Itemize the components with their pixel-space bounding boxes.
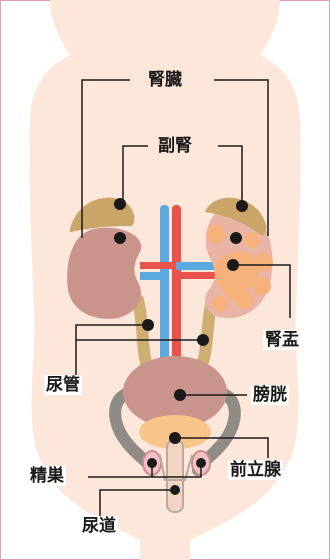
renal-vessel-right [176, 262, 215, 270]
seminal-duct [159, 454, 193, 481]
calyx [244, 232, 260, 248]
calyx [212, 296, 228, 312]
calyx [253, 277, 271, 295]
vein [160, 205, 169, 365]
label-testis: 精巣 [28, 466, 66, 486]
label-urethra: 尿道 [80, 516, 118, 536]
label-ureter: 尿管 [44, 375, 82, 395]
leader-lines [75, 79, 291, 520]
label-adrenal: 副腎 [156, 136, 194, 156]
calyx [255, 253, 273, 271]
renal-artery-right [176, 272, 215, 279]
urethra-shape [166, 439, 184, 513]
calyx [207, 225, 225, 243]
kidney-left [67, 227, 142, 319]
marker-dots [114, 198, 248, 495]
renal-artery-left [140, 262, 176, 269]
label-kidney: 腎臓 [146, 70, 184, 90]
artery [172, 205, 181, 365]
renal-vein [140, 272, 165, 280]
renal-pelvis [214, 251, 260, 300]
calyx [235, 291, 253, 309]
label-prostate: 前立腺 [228, 460, 283, 480]
adrenal-right [205, 197, 267, 236]
label-bladder: 膀胱 [251, 385, 289, 405]
label-renal-pelvis: 腎盂 [263, 330, 301, 350]
